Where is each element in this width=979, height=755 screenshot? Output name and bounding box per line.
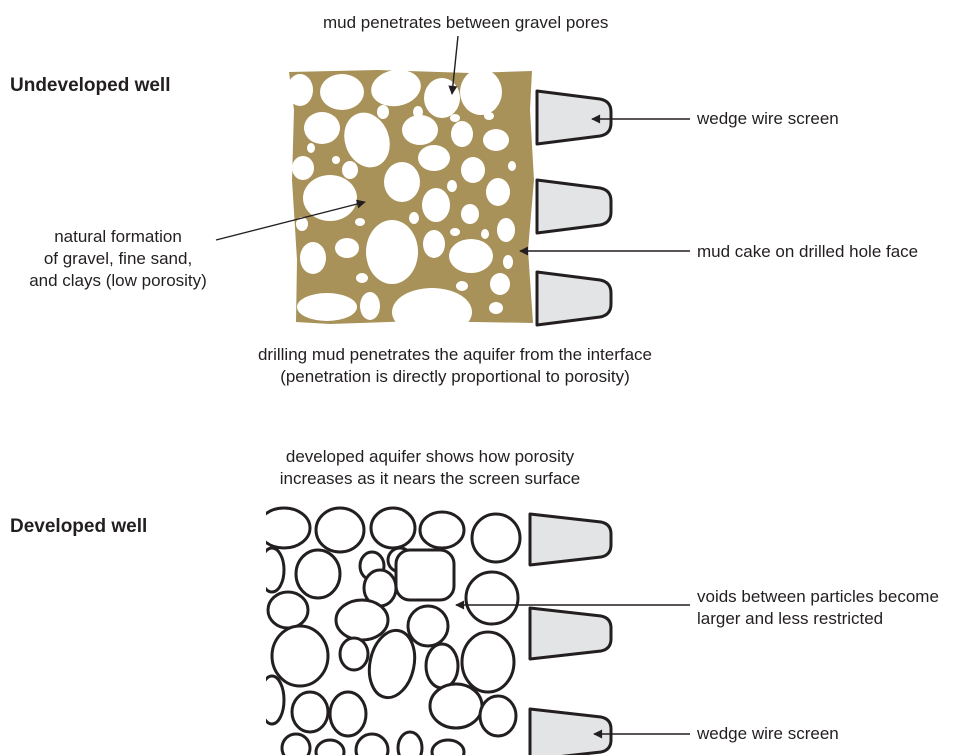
developed-formation [258, 508, 520, 755]
screen-bar [530, 709, 611, 755]
screen-bar [537, 180, 611, 233]
wedge-wire-screen-bottom [530, 514, 611, 755]
screen-bar [537, 272, 611, 325]
wedge-wire-screen-top [537, 91, 611, 325]
screen-bar [530, 608, 611, 659]
screen-bar [537, 91, 611, 144]
screen-bar [530, 514, 611, 565]
undeveloped-formation [287, 66, 534, 336]
